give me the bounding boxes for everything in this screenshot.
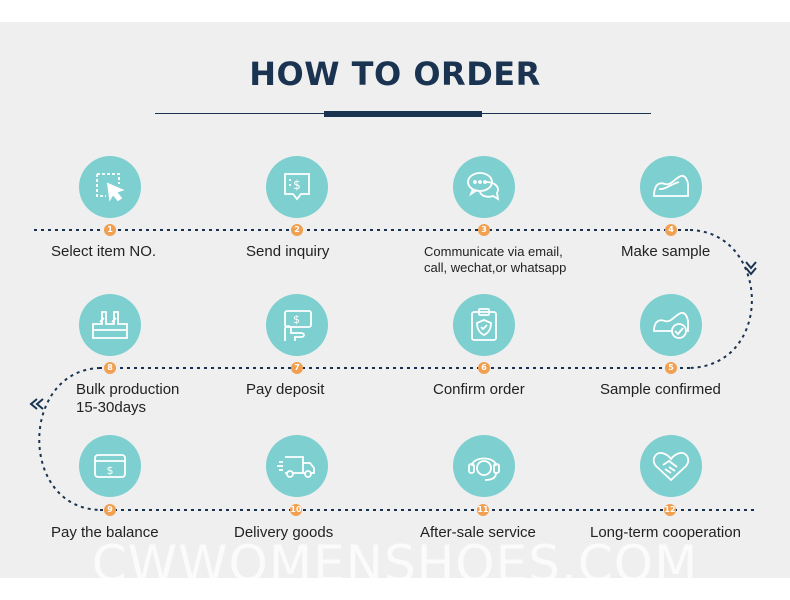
watermark: CWWOMENSHOES.COM bbox=[91, 535, 699, 593]
step-number: 1 bbox=[104, 224, 116, 236]
svg-text:$: $ bbox=[293, 178, 301, 192]
svg-text:$: $ bbox=[293, 313, 300, 326]
step-label: Send inquiry bbox=[246, 243, 330, 260]
step-label: Confirm order bbox=[433, 381, 525, 398]
step-label: Long-term cooperation bbox=[590, 524, 741, 541]
step-label: Bulk production bbox=[76, 381, 180, 398]
step-label: Pay deposit bbox=[246, 381, 325, 398]
page-title: HOW TO ORDER bbox=[249, 55, 541, 93]
step-number: 7 bbox=[291, 362, 303, 374]
step-label: Select item NO. bbox=[51, 243, 157, 260]
step-label: Communicate via email, bbox=[424, 244, 563, 259]
handshake-heart-icon bbox=[640, 435, 702, 497]
shoe-check-icon bbox=[640, 294, 702, 356]
step-label: Delivery goods bbox=[234, 524, 334, 541]
step-number: 5 bbox=[665, 362, 677, 374]
card-payment-icon: $ bbox=[79, 435, 141, 497]
step-number: 11 bbox=[477, 504, 489, 516]
step-number: 2 bbox=[291, 224, 303, 236]
step-number: 12 bbox=[664, 504, 676, 516]
price-tag-inquiry-icon: $ bbox=[266, 156, 328, 218]
hand-money-icon: $ bbox=[266, 294, 328, 356]
chat-bubbles-icon bbox=[453, 156, 515, 218]
step-number: 9 bbox=[104, 504, 116, 516]
step-label-line2: 15-30days bbox=[76, 399, 147, 416]
title-underline-accent bbox=[324, 111, 482, 117]
step-label: Make sample bbox=[621, 243, 711, 260]
step-number: 3 bbox=[478, 224, 490, 236]
step-number: 6 bbox=[478, 362, 490, 374]
step-label: Pay the balance bbox=[51, 524, 159, 541]
step-label: Sample confirmed bbox=[600, 381, 721, 398]
svg-text:$: $ bbox=[107, 464, 114, 477]
factory-icon bbox=[79, 294, 141, 356]
clipboard-check-icon bbox=[453, 294, 515, 356]
step-label: After-sale service bbox=[420, 524, 536, 541]
delivery-truck-icon bbox=[266, 435, 328, 497]
shoe-icon bbox=[640, 156, 702, 218]
step-number: 10 bbox=[290, 504, 302, 516]
step-number: 4 bbox=[665, 224, 677, 236]
cursor-select-icon bbox=[79, 156, 141, 218]
headset-service-icon bbox=[453, 435, 515, 497]
step-number: 8 bbox=[104, 362, 116, 374]
step-label-line2: call, wechat,or whatsapp bbox=[424, 260, 567, 275]
